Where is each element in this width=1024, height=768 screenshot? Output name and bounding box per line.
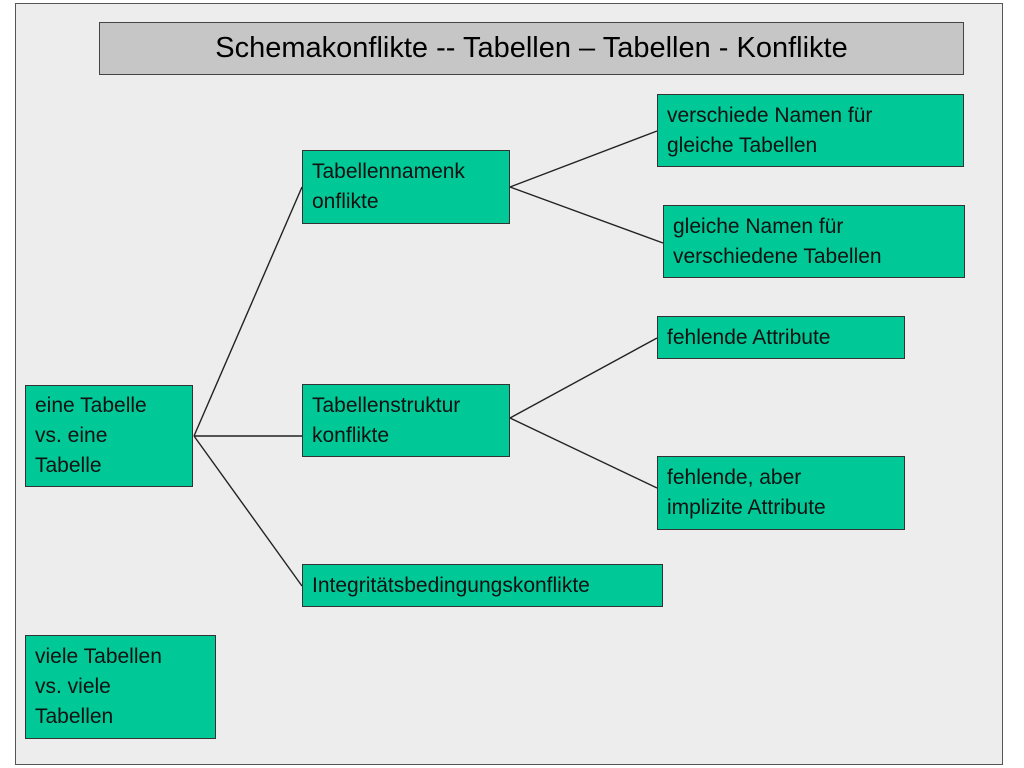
edge-structure-to-missing <box>509 337 658 419</box>
node-table-structure-conflicts: Tabellenstruktur konflikte <box>302 384 510 457</box>
diagram-title: Schemakonflikte -- Tabellen – Tabellen -… <box>99 22 964 75</box>
edge-root-to-integrity <box>193 435 303 587</box>
node-different-names: verschiede Namen für gleiche Tabellen <box>657 94 964 167</box>
node-integrity-conflicts: Integritätsbedingungskonflikte <box>302 564 663 607</box>
node-same-names: gleiche Namen für verschiedene Tabellen <box>663 205 965 278</box>
node-many-vs-many-label: viele Tabellen vs. viele Tabellen <box>35 645 162 728</box>
node-missing-attributes-label: fehlende Attribute <box>667 325 831 349</box>
node-same-names-label: gleiche Namen für verschiedene Tabellen <box>673 214 882 268</box>
node-table-name-conflicts-label: Tabellennamenk onflikte <box>312 160 465 213</box>
edge-name-to-different <box>509 130 658 188</box>
edge-name-to-same <box>509 186 664 244</box>
node-missing-attributes: fehlende Attribute <box>657 316 905 359</box>
node-integrity-conflicts-label: Integritätsbedingungskonflikte <box>312 573 590 597</box>
node-one-vs-one-label: eine Tabelle vs. eine Tabelle <box>35 394 147 477</box>
node-table-name-conflicts: Tabellennamenk onflikte <box>302 150 510 224</box>
node-different-names-label: verschiede Namen für gleiche Tabellen <box>667 103 873 157</box>
node-many-vs-many: viele Tabellen vs. viele Tabellen <box>25 635 216 739</box>
node-implicit-attributes: fehlende, aber implizite Attribute <box>657 456 905 530</box>
node-table-structure-conflicts-label: Tabellenstruktur konflikte <box>312 393 461 447</box>
node-implicit-attributes-label: fehlende, aber implizite Attribute <box>667 466 826 519</box>
edge-structure-to-implicit <box>509 417 658 489</box>
node-one-vs-one: eine Tabelle vs. eine Tabelle <box>25 385 193 487</box>
edge-root-to-name <box>193 186 303 437</box>
